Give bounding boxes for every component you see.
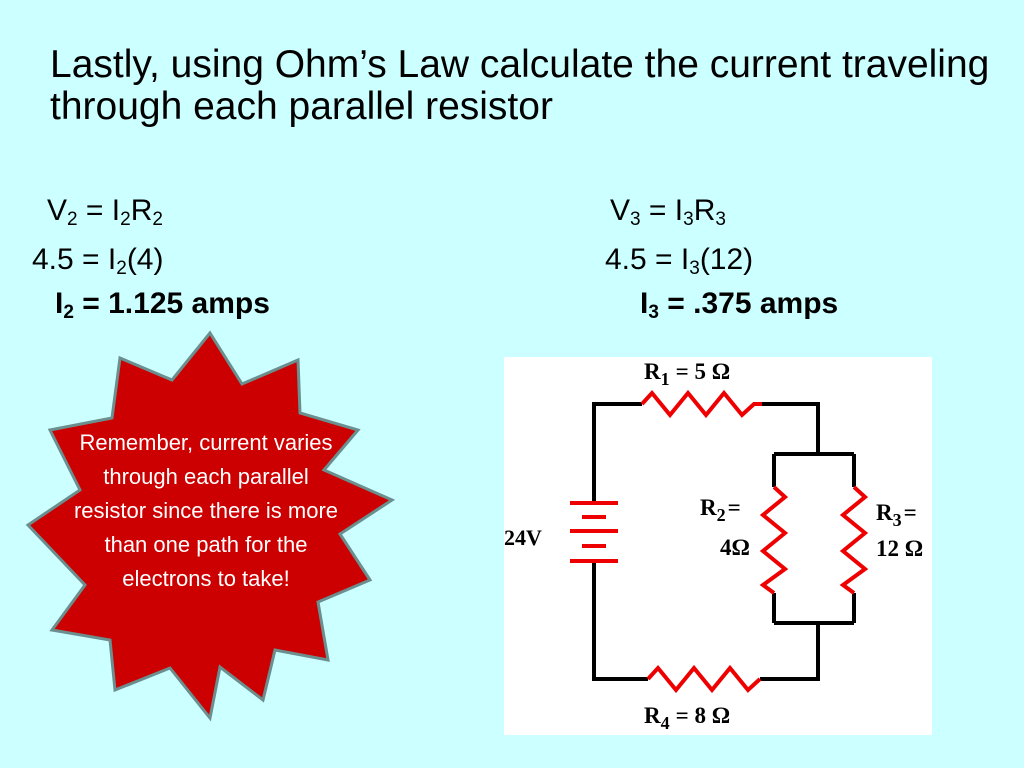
r3-label-value: 12 Ω: [876, 536, 923, 561]
resistor-r2-zigzag: [759, 485, 789, 595]
right-substitution: 4.5 = I3(12): [605, 243, 754, 279]
left-substitution: 4.5 = I2(4): [32, 243, 164, 279]
battery-label: 24V: [504, 525, 542, 550]
left-result: I2 = 1.125 amps: [55, 287, 270, 323]
circuit-wires: [592, 402, 856, 681]
left-formula: V2 = I2R2: [47, 194, 163, 230]
r1-label: R1= 5 Ω: [644, 359, 730, 389]
right-formula: V3 = I3R3: [610, 194, 726, 230]
resistor-r3-zigzag: [839, 485, 869, 595]
r2-label-name: R2=: [700, 495, 741, 525]
r3-label-name: R3=: [876, 500, 917, 530]
slide-title: Lastly, using Ohm’s Law calculate the cu…: [50, 43, 990, 128]
right-result: I3 = .375 amps: [640, 287, 839, 323]
circuit-background: [504, 357, 932, 735]
callout-text: Remember, current varies through each pa…: [73, 430, 339, 591]
r2-label-value: 4Ω: [720, 535, 750, 560]
circuit-diagram: 24V R1= 5 Ω R2= 4Ω R3= 12 Ω R4= 8 Ω: [504, 357, 932, 735]
resistor-r1-zigzag: [640, 389, 762, 419]
r4-label: R4= 8 Ω: [644, 703, 730, 733]
resistor-r4-zigzag: [646, 664, 762, 694]
circuit-components: [570, 389, 869, 694]
